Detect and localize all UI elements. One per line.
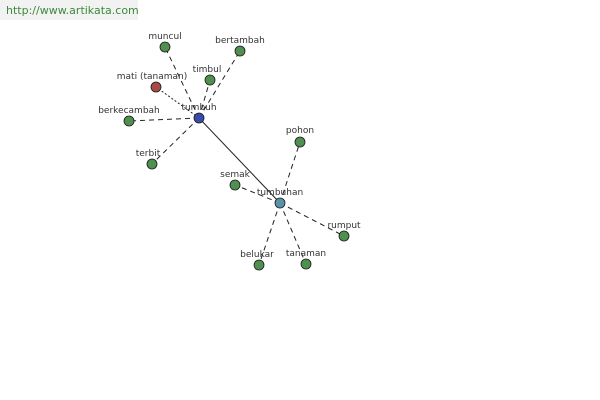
node-label-belukar: belukar (240, 250, 274, 260)
node-tumbuh[interactable] (193, 112, 205, 124)
edge-tumbuh-tumbuhan (198, 117, 281, 204)
node-muncul[interactable] (159, 41, 171, 53)
edge-tumbuhan-rumput (279, 202, 345, 237)
edge-tumbuh-mati (155, 86, 200, 119)
node-label-pohon: pohon (286, 126, 314, 136)
graph-nodes (123, 41, 350, 271)
edge-tumbuh-berkecambah (128, 117, 200, 122)
node-label-rumput: rumput (327, 221, 361, 231)
graph-edges (128, 46, 345, 266)
node-label-bertambah: bertambah (215, 36, 265, 46)
edge-tumbuh-terbit (151, 117, 200, 165)
edge-tumbuhan-belukar (258, 202, 281, 266)
node-pohon[interactable] (294, 136, 306, 148)
node-label-terbit: terbit (136, 149, 161, 159)
edge-tumbuh-muncul (164, 46, 200, 119)
node-label-timbul: timbul (193, 65, 222, 75)
watermark-banner: http://www.artikata.com (0, 0, 139, 20)
node-label-tumbuh: tumbuh (181, 103, 216, 113)
watermark-url: http://www.artikata.com (6, 4, 139, 17)
node-belukar[interactable] (253, 259, 265, 271)
edge-tumbuh-bertambah (198, 50, 241, 119)
node-label-mati: mati (tanaman) (117, 72, 187, 82)
node-semak[interactable] (229, 179, 241, 191)
node-terbit[interactable] (146, 158, 158, 170)
node-label-tumbuhan: tumbuhan (257, 188, 303, 198)
node-bertambah[interactable] (234, 45, 246, 57)
node-timbul[interactable] (204, 74, 216, 86)
node-label-muncul: muncul (148, 32, 181, 42)
node-berkecambah[interactable] (123, 115, 135, 127)
graph-labels: tumbuh tumbuhan muncul bertambah timbul mati … (98, 32, 361, 260)
edge-tumbuhan-tanaman (279, 202, 307, 265)
node-label-berkecambah: berkecambah (98, 106, 160, 116)
node-tanaman[interactable] (300, 258, 312, 270)
node-tumbuhan[interactable] (274, 197, 286, 209)
edge-tumbuh-timbul (198, 79, 211, 119)
edge-tumbuhan-semak (234, 184, 281, 204)
edge-tumbuhan-pohon (279, 141, 301, 204)
node-mati[interactable] (150, 81, 162, 93)
node-rumput[interactable] (338, 230, 350, 242)
node-label-semak: semak (220, 170, 251, 180)
node-label-tanaman: tanaman (286, 249, 326, 259)
